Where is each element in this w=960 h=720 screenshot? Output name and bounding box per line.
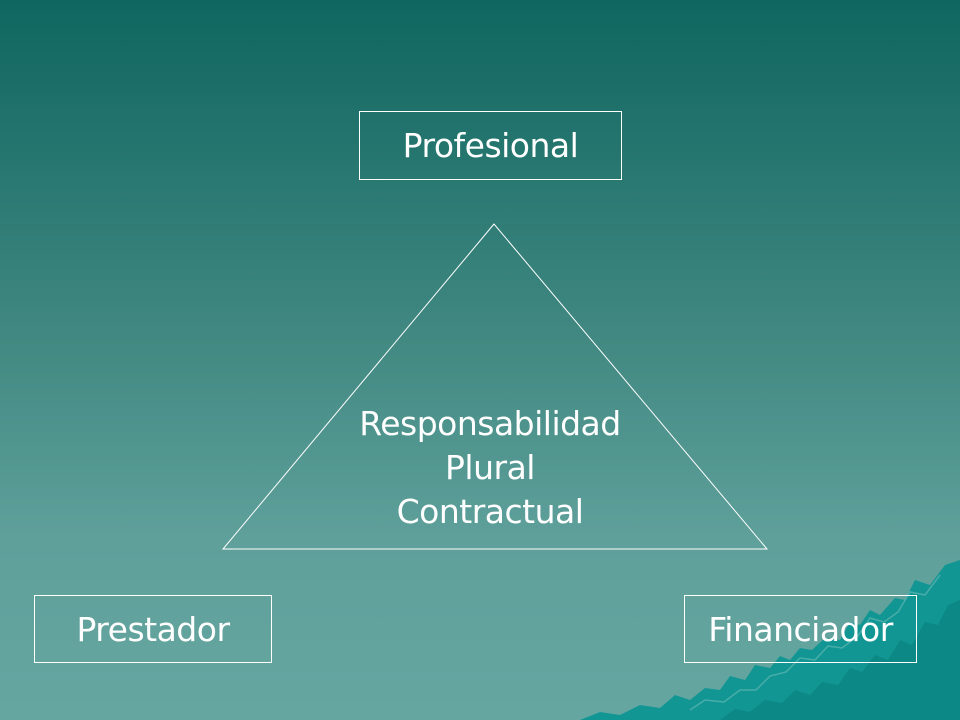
mountain-front-shape xyxy=(720,600,960,720)
node-prestador-label: Prestador xyxy=(76,609,230,649)
center-label: Responsabilidad Plural Contractual xyxy=(330,402,650,534)
node-profesional: Profesional xyxy=(359,111,622,180)
node-profesional-label: Profesional xyxy=(402,126,579,165)
center-label-line-3: Contractual xyxy=(396,492,584,531)
node-financiador: Financiador xyxy=(684,595,917,663)
center-label-line-2: Plural xyxy=(445,448,535,487)
node-prestador: Prestador xyxy=(34,595,272,663)
triangle-shape xyxy=(221,223,769,550)
mountain-ridge-line xyxy=(689,574,941,711)
center-label-line-1: Responsabilidad xyxy=(359,404,621,443)
node-financiador-label: Financiador xyxy=(708,609,893,649)
